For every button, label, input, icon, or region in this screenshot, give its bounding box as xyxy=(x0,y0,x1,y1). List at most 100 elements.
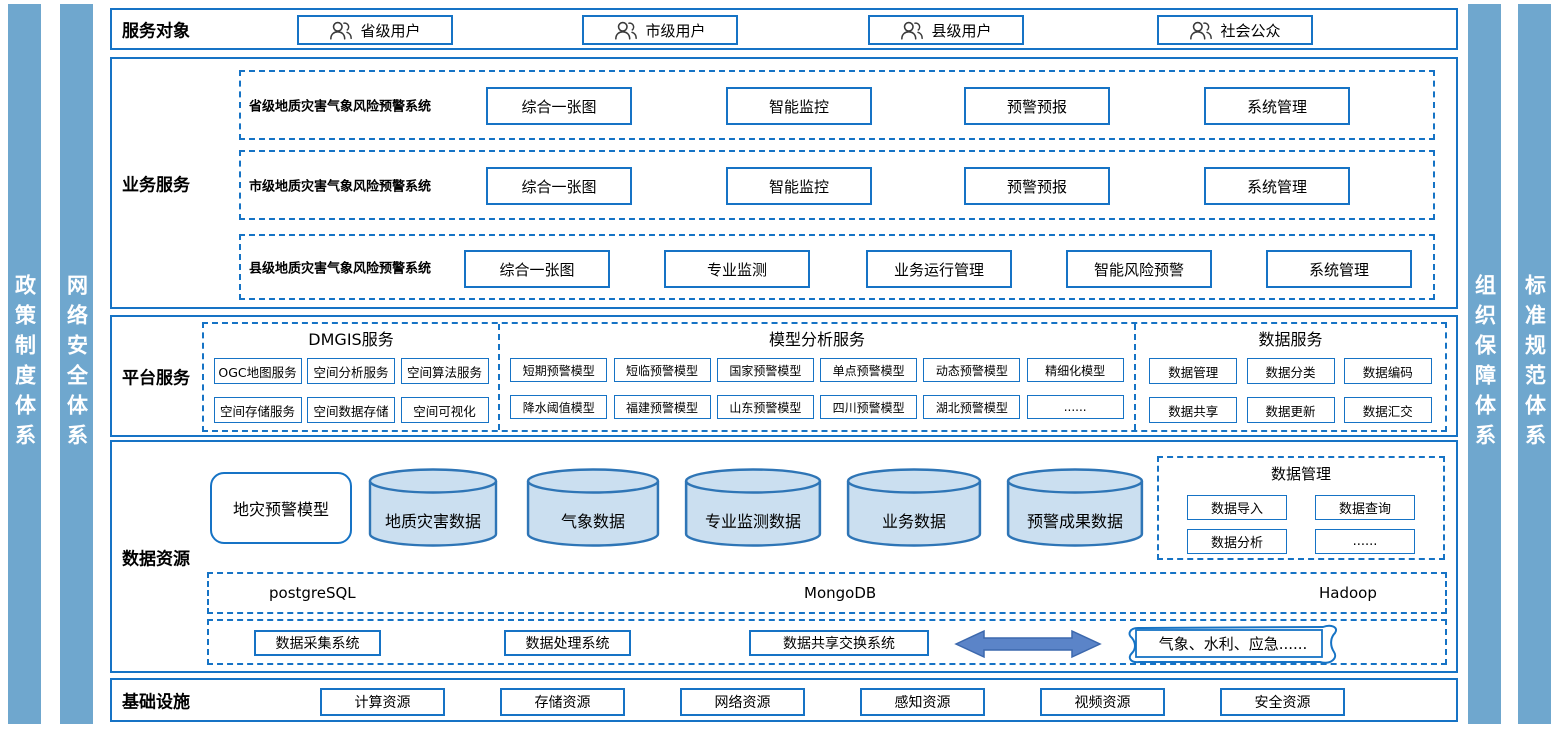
data-management-chip: 数据分析 xyxy=(1187,529,1287,554)
service-chip: 空间分析服务 xyxy=(307,358,395,384)
business-services-title: 业务服务 xyxy=(122,175,190,196)
data-collection-system-box: 数据采集系统 xyxy=(254,630,381,656)
external-systems-label: 气象、水利、应急...... xyxy=(1158,635,1308,653)
hadoop-label: Hadoop xyxy=(1319,584,1377,602)
county-system-name: 县级地质灾害气象风险预警系统 xyxy=(249,261,432,277)
dmgis-services-group: DMGIS服务 OGC地图服务 空间分析服务 空间算法服务 空间存储服务 空间数… xyxy=(204,324,498,430)
data-service-chip: 数据汇交 xyxy=(1343,397,1432,423)
data-service-chip: 数据分类 xyxy=(1246,358,1335,384)
model-chip: 短期预警模型 xyxy=(510,358,608,382)
municipal-system-name: 市级地质灾害气象风险预警系统 xyxy=(249,179,432,195)
municipal-system-group: 市级地质灾害气象风险预警系统 综合一张图 智能监控 预警预报 系统管理 xyxy=(239,150,1435,220)
data-management-chip: 数据查询 xyxy=(1315,495,1415,520)
service-chip: OGC地图服务 xyxy=(213,358,302,384)
data-resources-title: 数据资源 xyxy=(122,549,190,569)
network-resource-box: 网络资源 xyxy=(680,688,805,716)
data-service-chip: 数据更新 xyxy=(1246,397,1335,423)
county-users-chip: 县级用户 xyxy=(868,15,1024,45)
users-icon xyxy=(900,20,924,41)
postgresql-label: postgreSQL xyxy=(269,584,356,602)
model-chip: 福建预警模型 xyxy=(613,395,711,419)
module-box: 预警预报 xyxy=(964,87,1110,125)
platform-services-group-box: DMGIS服务 OGC地图服务 空间分析服务 空间算法服务 空间存储服务 空间数… xyxy=(202,322,1447,432)
module-box: 系统管理 xyxy=(1204,167,1350,205)
module-box: 综合一张图 xyxy=(486,167,632,205)
user-chip-label: 社会公众 xyxy=(1220,21,1281,40)
module-box: 智能风险预警 xyxy=(1066,250,1212,288)
video-resource-box: 视频资源 xyxy=(1040,688,1165,716)
module-box: 预警预报 xyxy=(964,167,1110,205)
cylinder-label: 地质灾害数据 xyxy=(384,512,481,531)
module-box: 业务运行管理 xyxy=(866,250,1012,288)
organization-guarantee-bar: 组织保障体系 xyxy=(1468,4,1501,724)
service-objects-row: 服务对象 省级用户 市级用户 县级用户 社会公众 xyxy=(110,8,1458,50)
module-box: 系统管理 xyxy=(1266,250,1412,288)
users-icon xyxy=(1189,20,1213,41)
model-chip: 山东预警模型 xyxy=(716,395,814,419)
model-chip: 湖北预警模型 xyxy=(923,395,1021,419)
model-chip: 降水阈值模型 xyxy=(510,395,608,419)
users-icon xyxy=(329,20,353,41)
business-services-row: 业务服务 省级地质灾害气象风险预警系统 综合一张图 智能监控 预警预报 系统管理… xyxy=(110,57,1458,309)
user-chip-label: 省级用户 xyxy=(360,21,421,40)
provincial-system-group: 省级地质灾害气象风险预警系统 综合一张图 智能监控 预警预报 系统管理 xyxy=(239,70,1435,140)
service-chip: 空间算法服务 xyxy=(400,358,489,384)
dmgis-group-title: DMGIS服务 xyxy=(308,330,394,349)
data-service-chip: 数据编码 xyxy=(1343,358,1432,384)
users-icon xyxy=(614,20,638,41)
disaster-warning-model-box: 地灾预警模型 xyxy=(210,472,352,544)
model-group-title: 模型分析服务 xyxy=(768,330,865,349)
mongodb-label: MongoDB xyxy=(804,584,877,602)
service-chip: 空间存储服务 xyxy=(213,397,302,423)
data-group-title: 数据服务 xyxy=(1258,330,1323,349)
module-box: 综合一张图 xyxy=(464,250,610,288)
network-security-bar: 网络安全体系 xyxy=(60,4,93,724)
user-chip-label: 市级用户 xyxy=(645,21,706,40)
cylinder-label: 专业监测数据 xyxy=(704,512,801,531)
meteorological-data-cylinder: 气象数据 xyxy=(526,468,660,548)
model-chip: 动态预警模型 xyxy=(923,358,1021,382)
data-sharing-exchange-system-box: 数据共享交换系统 xyxy=(749,630,929,656)
business-data-cylinder: 业务数据 xyxy=(846,468,982,548)
model-chip: 单点预警模型 xyxy=(820,358,918,382)
model-chip: ...... xyxy=(1026,395,1124,419)
storage-resource-box: 存储资源 xyxy=(500,688,625,716)
policy-system-bar: 政策制度体系 xyxy=(8,4,41,724)
data-resources-row: 数据资源 地灾预警模型 地质灾害数据 气象数据 专业监测数据 业务数据 预警成果… xyxy=(110,440,1458,673)
data-management-chip: ...... xyxy=(1315,529,1415,554)
data-services-group: 数据服务 数据管理 数据分类 数据编码 数据共享 数据更新 数据汇交 xyxy=(1134,324,1445,430)
public-users-chip: 社会公众 xyxy=(1157,15,1313,45)
module-box: 智能监控 xyxy=(726,87,872,125)
municipal-users-chip: 市级用户 xyxy=(582,15,738,45)
data-systems-box: 数据采集系统 数据处理系统 数据共享交换系统 气象、水利、应急...... xyxy=(207,619,1447,665)
model-chip: 精细化模型 xyxy=(1026,358,1124,382)
module-box: 系统管理 xyxy=(1204,87,1350,125)
database-layer-box: postgreSQL MongoDB Hadoop xyxy=(207,572,1447,614)
provincial-users-chip: 省级用户 xyxy=(297,15,453,45)
data-management-box: 数据管理 数据导入 数据查询 数据分析 ...... xyxy=(1157,456,1445,560)
module-box: 智能监控 xyxy=(726,167,872,205)
user-chip-label: 县级用户 xyxy=(931,21,992,40)
provincial-system-name: 省级地质灾害气象风险预警系统 xyxy=(249,99,432,115)
standards-spec-bar: 标准规范体系 xyxy=(1518,4,1551,724)
service-chip: 空间可视化 xyxy=(400,397,489,423)
service-chip: 空间数据存储 xyxy=(307,397,395,423)
compute-resource-box: 计算资源 xyxy=(320,688,445,716)
model-chip: 短临预警模型 xyxy=(613,358,711,382)
model-chip: 四川预警模型 xyxy=(820,395,918,419)
data-management-title: 数据管理 xyxy=(1270,465,1331,483)
security-resource-box: 安全资源 xyxy=(1220,688,1345,716)
module-box: 专业监测 xyxy=(664,250,810,288)
cylinder-label: 气象数据 xyxy=(560,512,625,531)
data-service-chip: 数据管理 xyxy=(1149,358,1238,384)
county-system-group: 县级地质灾害气象风险预警系统 综合一张图 专业监测 业务运行管理 智能风险预警 … xyxy=(239,234,1435,300)
data-management-chip: 数据导入 xyxy=(1187,495,1287,520)
platform-services-row: 平台服务 DMGIS服务 OGC地图服务 空间分析服务 空间算法服务 空间存储服… xyxy=(110,315,1458,437)
data-processing-system-box: 数据处理系统 xyxy=(504,630,631,656)
model-chip: 国家预警模型 xyxy=(716,358,814,382)
platform-services-title: 平台服务 xyxy=(122,368,190,389)
data-service-chip: 数据共享 xyxy=(1149,397,1238,423)
external-systems-scroll: 气象、水利、应急...... xyxy=(1124,621,1342,667)
model-analysis-group: 模型分析服务 短期预警模型 短临预警模型 国家预警模型 单点预警模型 动态预警模… xyxy=(498,324,1134,430)
